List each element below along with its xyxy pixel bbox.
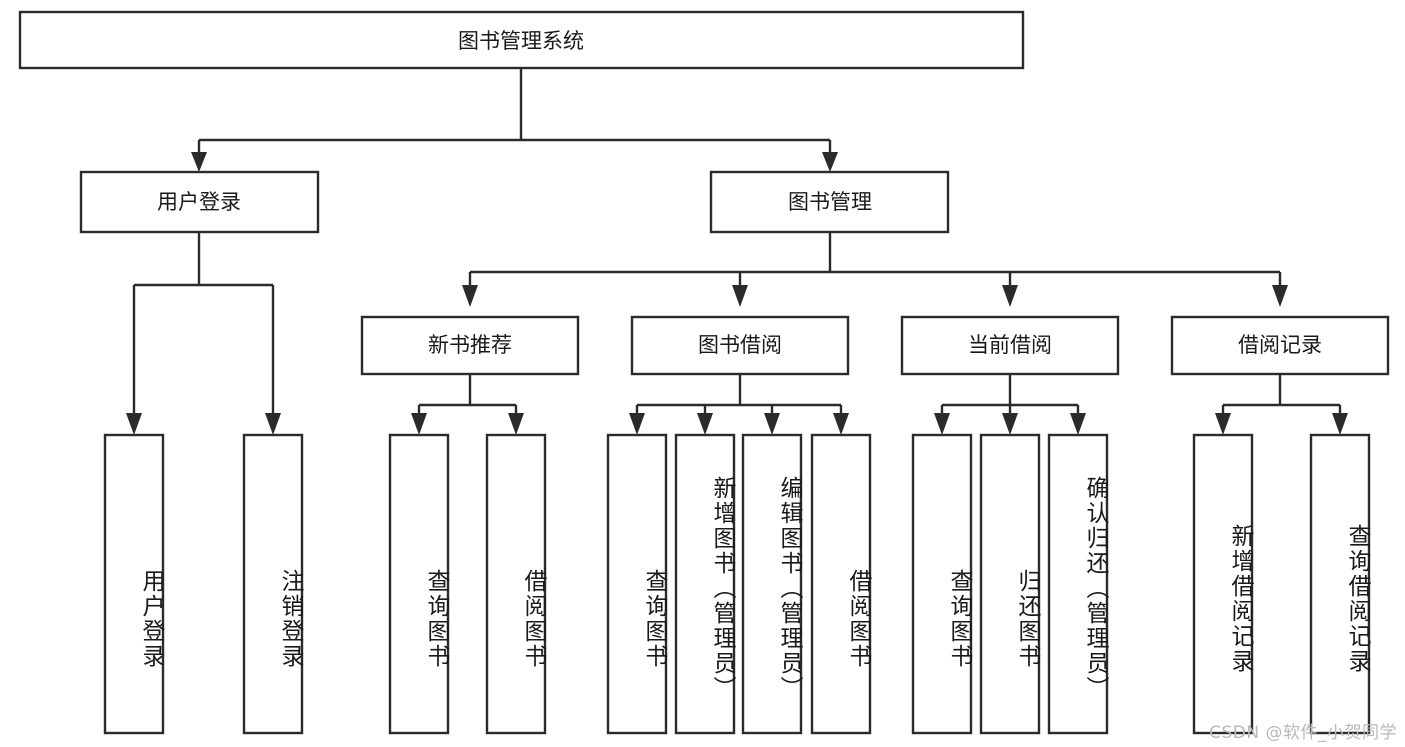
node-root[interactable]: 图书管理系统 [18, 10, 1025, 70]
node-root-label: 图书管理系统 [458, 29, 584, 53]
connector-new-book-to-leaves [411, 374, 524, 435]
connector-current-borrow-to-leaves [934, 374, 1086, 435]
leaf-box-book-borrow-0[interactable] [606, 433, 668, 735]
leaf-box-new-book-1[interactable] [485, 433, 547, 735]
leaf-box-current-borrow-2[interactable] [1047, 433, 1109, 735]
leaf-box-book-borrow-2[interactable] [741, 433, 803, 735]
node-book-management[interactable]: 图书管理 [709, 170, 950, 234]
leaf-box-book-borrow-3[interactable] [810, 433, 872, 735]
node-current-borrow-box [900, 315, 1120, 376]
connector-root-to-level2 [191, 68, 838, 172]
leaf-box-user-login-1[interactable] [242, 433, 304, 735]
node-user-login-box [79, 170, 320, 234]
node-book-management-label: 图书管理 [788, 190, 872, 214]
node-user-login-label: 用户登录 [157, 190, 241, 214]
node-root-box [18, 10, 1025, 70]
node-book-borrow-label: 图书借阅 [698, 333, 782, 357]
connector-user-login-to-leaves [126, 232, 281, 435]
leaf-box-current-borrow-1[interactable] [979, 433, 1041, 735]
connector-book-management-to-level3 [462, 232, 1288, 307]
connector-book-borrow-to-leaves [629, 374, 849, 435]
leaf-box-user-login-0[interactable] [103, 433, 165, 735]
node-borrow-record[interactable]: 借阅记录 [1170, 315, 1390, 376]
leaf-box-current-borrow-0[interactable] [911, 433, 973, 735]
node-borrow-record-label: 借阅记录 [1238, 333, 1322, 357]
node-new-book-recommend-label: 新书推荐 [428, 333, 512, 357]
node-new-book-recommend-box [360, 315, 580, 376]
leaf-box-book-borrow-1[interactable] [674, 433, 736, 735]
leaf-box-borrow-record-0[interactable] [1192, 433, 1254, 735]
node-book-borrow[interactable]: 图书借阅 [630, 315, 850, 376]
node-current-borrow-label: 当前借阅 [968, 333, 1052, 357]
node-new-book-recommend[interactable]: 新书推荐 [360, 315, 580, 376]
node-user-login[interactable]: 用户登录 [79, 170, 320, 234]
leaf-box-new-book-0[interactable] [388, 433, 450, 735]
leaf-box-borrow-record-1[interactable] [1309, 433, 1371, 735]
node-current-borrow[interactable]: 当前借阅 [900, 315, 1120, 376]
connector-borrow-record-to-leaves [1215, 374, 1348, 435]
csdn-watermark: CSDN @软件_小贺同学 [1209, 723, 1397, 743]
